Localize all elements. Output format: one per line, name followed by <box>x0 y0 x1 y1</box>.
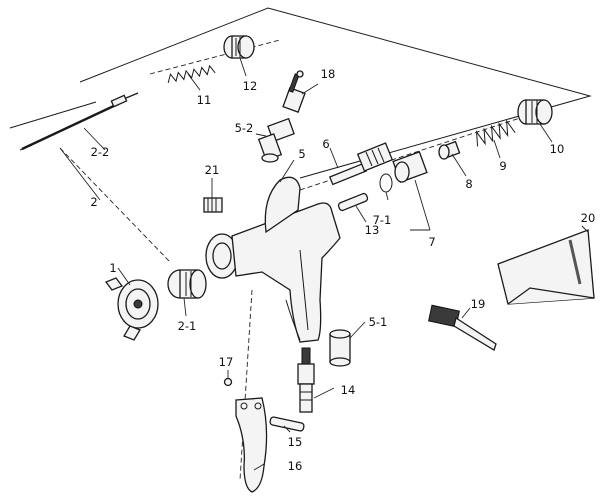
assembly-guide-lines <box>9 7 592 481</box>
part-2-1-fluid-nozzle <box>167 269 207 299</box>
part-17 <box>223 377 233 387</box>
part-19-brush <box>428 304 497 351</box>
callout-14: 14 <box>341 383 356 397</box>
callout-5: 5 <box>298 147 305 161</box>
part-11-spring <box>167 64 216 83</box>
part-6 <box>328 142 394 186</box>
callout-6: 6 <box>322 137 329 151</box>
part-2-2-needle <box>19 92 139 151</box>
part-18 <box>282 70 306 113</box>
callout-12: 12 <box>243 79 258 93</box>
callout-2-1: 2-1 <box>178 319 197 333</box>
part-8 <box>438 140 461 160</box>
part-13 <box>337 192 369 212</box>
callout-1: 1 <box>109 261 116 275</box>
callout-2: 2 <box>90 195 97 209</box>
callout-11: 11 <box>197 93 212 107</box>
part-12-cap <box>223 35 255 59</box>
callout-19: 19 <box>471 297 486 311</box>
callout-5-1: 5-1 <box>369 315 388 329</box>
callout-18: 18 <box>321 67 336 81</box>
callout-8: 8 <box>465 177 472 191</box>
callout-20: 20 <box>581 211 596 225</box>
part-5-1 <box>329 329 351 367</box>
part-16-trigger <box>235 397 268 493</box>
part-9-spring <box>475 119 516 147</box>
callout-17: 17 <box>219 355 234 369</box>
part-10 <box>517 99 553 125</box>
part-7-1-ring <box>379 173 393 193</box>
callout-10: 10 <box>550 142 565 156</box>
callout-16: 16 <box>288 459 303 473</box>
callout-9: 9 <box>499 159 506 173</box>
part-5-2 <box>257 117 295 163</box>
leader-lines <box>59 57 589 471</box>
callout-7-1: 7-1 <box>373 213 392 227</box>
callout-labels: 1 2 2-1 2-2 5 5-1 5-2 6 7 7-1 8 9 10 11 … <box>90 67 595 473</box>
part-1-air-cap <box>104 277 159 341</box>
part-14 <box>297 347 315 413</box>
callout-5-2: 5-2 <box>235 121 254 135</box>
part-20-manual <box>497 229 595 305</box>
callout-7: 7 <box>428 235 435 249</box>
part-7 <box>392 151 428 183</box>
part-5-gun-body <box>205 176 341 343</box>
callout-2-2: 2-2 <box>91 145 110 159</box>
part-21 <box>203 197 223 213</box>
callout-15: 15 <box>288 435 303 449</box>
callout-21: 21 <box>205 163 220 177</box>
callout-13: 13 <box>365 223 380 237</box>
